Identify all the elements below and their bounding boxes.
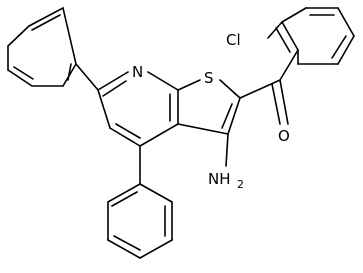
chlorophenyl-ring xyxy=(275,7,355,81)
pyridine-ring xyxy=(97,71,179,147)
thiophene-ring xyxy=(177,79,241,135)
chlorine-bond xyxy=(267,21,283,39)
amino-subscript: 2 xyxy=(237,178,244,191)
oxygen-label: O xyxy=(278,127,290,145)
left-phenyl-ring xyxy=(7,7,77,87)
sulfur-label: S xyxy=(204,69,214,87)
carbonyl-group xyxy=(239,79,289,125)
chlorine-label: Cl xyxy=(226,31,241,49)
phenyl-pyridine-bond xyxy=(75,63,99,91)
lower-phenyl-ring xyxy=(107,183,173,259)
nitrogen-label: N xyxy=(132,63,143,81)
amino-bond xyxy=(225,133,229,167)
amino-label: NH xyxy=(208,170,231,188)
